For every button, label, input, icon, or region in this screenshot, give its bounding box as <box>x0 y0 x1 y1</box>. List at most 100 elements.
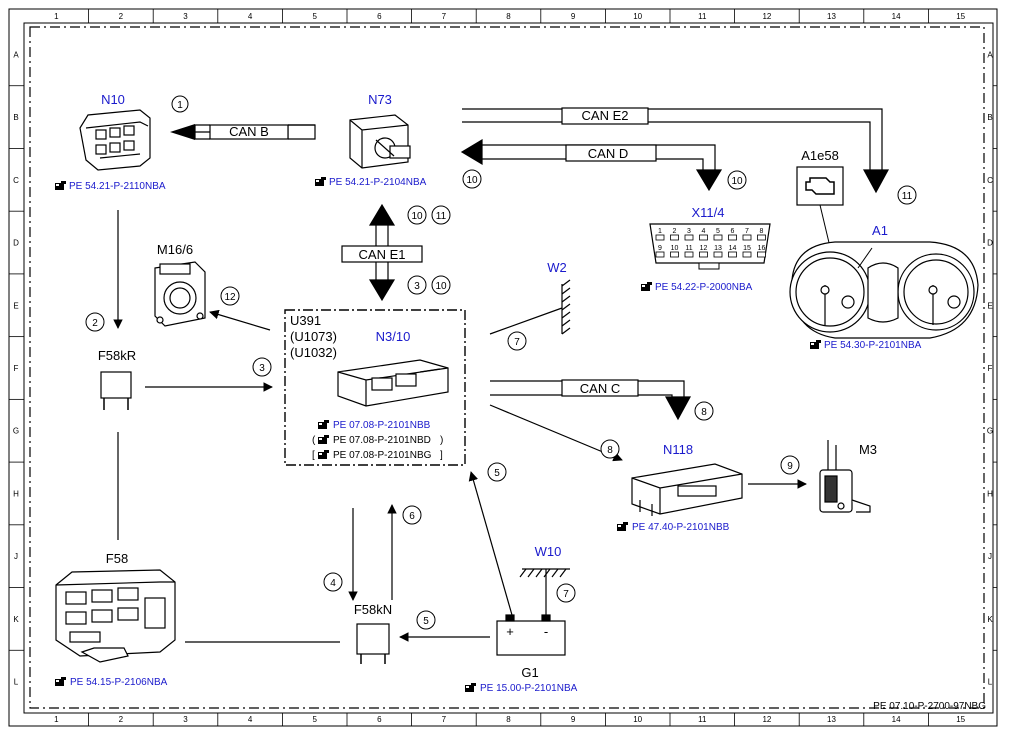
inner-frame <box>23 22 994 714</box>
obd-pin-label: 16 <box>758 245 766 252</box>
grid-row-label: A <box>987 50 993 59</box>
obd-pin-label: 1 <box>658 228 662 235</box>
grid-column-label: 7 <box>442 715 447 724</box>
fuse-box-icon <box>55 569 176 663</box>
grid-row-label: E <box>13 301 18 310</box>
grid-row-label: D <box>13 239 19 248</box>
obd-pin-label: 9 <box>658 245 662 252</box>
n73-label: N73 <box>368 92 392 107</box>
ground-symbol-icon <box>561 279 571 335</box>
n3-10-dashed-box <box>284 309 466 466</box>
grid-row-label: J <box>988 552 992 561</box>
callout-10-x11 <box>727 170 747 190</box>
grid-column-label: 10 <box>633 715 642 724</box>
callout-8-can-c-text: 8 <box>701 407 707 418</box>
n10-label: N10 <box>101 92 125 107</box>
obd-pin-label: 10 <box>671 245 679 252</box>
grid-column-label: 4 <box>248 715 253 724</box>
grid-column-label: 6 <box>377 12 382 21</box>
g1-battery[interactable]: + - G1 PE 15.00-P-2101NBA <box>465 614 578 694</box>
svg-text:(: ( <box>312 435 316 446</box>
f58-fuse-box[interactable]: F58 PE 54.15-P-2106NBA <box>55 551 176 688</box>
outer-frame <box>8 8 998 727</box>
n10-module-icon <box>79 109 151 171</box>
can-e2-label: CAN E2 <box>582 108 629 123</box>
can-d-bus[interactable]: CAN D <box>460 138 723 192</box>
callout-4 <box>323 572 343 592</box>
grid-column-label: 5 <box>312 12 317 21</box>
obd-pin-label: 14 <box>729 245 737 252</box>
battery-icon <box>496 614 566 656</box>
grid-column-label: 2 <box>119 12 124 21</box>
relay-icon <box>356 623 390 655</box>
x11-4-ref: PE 54.22-P-2000NBA <box>641 282 753 293</box>
n3-10-ref-1-text: PE 07.08-P-2101NBB <box>333 420 431 431</box>
can-e2-bus[interactable]: CAN E2 <box>462 107 890 194</box>
obd-pin-label: 11 <box>685 245 692 252</box>
obd-pin-label: 2 <box>673 228 677 235</box>
obd-connector-icon <box>649 223 771 264</box>
grid-column-label: 8 <box>506 12 511 21</box>
callout-10-n73 <box>462 169 482 189</box>
f58kr-label: F58kR <box>98 348 136 363</box>
grid-row-label: C <box>987 176 993 185</box>
f58kr-relay[interactable]: F58kR <box>98 348 136 410</box>
m16-6-throttle[interactable]: M16/6 <box>154 242 206 327</box>
grid-row-label: E <box>987 301 992 310</box>
n118-label: N118 <box>663 442 693 457</box>
grid-column-label: 7 <box>442 12 447 21</box>
obd-pin-label: 6 <box>731 228 735 235</box>
grid-column-label: 9 <box>571 12 576 21</box>
callout-5-f58kn <box>416 610 436 630</box>
battery-minus: - <box>544 624 548 639</box>
n3-10-ref-1: PE 07.08-P-2101NBB <box>318 420 431 431</box>
grid-row-label: F <box>14 364 19 373</box>
grid-column-label: 2 <box>119 715 124 724</box>
can-b-bus[interactable]: CAN B <box>170 124 316 140</box>
grid-row-label: A <box>13 50 19 59</box>
wire-n3-10-w2 <box>489 307 563 335</box>
instrument-cluster-icon <box>789 241 979 339</box>
g1-label: G1 <box>521 665 538 680</box>
n118-fuel-pump-module[interactable]: N118 PE 47.40-P-2101NBB <box>617 442 743 533</box>
w2-label: W2 <box>547 260 567 275</box>
callout-7-w10 <box>556 583 576 603</box>
n10-module[interactable]: N10 PE 54.21-P-2110NBA <box>55 92 166 192</box>
can-d-label: CAN D <box>588 146 628 161</box>
can-c-bus[interactable]: CAN C <box>490 379 692 421</box>
callout-9 <box>780 455 800 475</box>
callout-12-text: 12 <box>224 292 236 303</box>
n3-10-ecu[interactable]: U391 (U1073) (U1032) N3/10 PE 07.08-P-21… <box>284 309 466 466</box>
w2-ground[interactable]: W2 <box>547 260 571 335</box>
a1-instrument-cluster[interactable]: A1 PE 54.30-P-2101NBA <box>789 223 979 351</box>
grid-row-label: C <box>13 176 19 185</box>
n3-10-label: N3/10 <box>376 329 411 344</box>
x11-4-ref-text: PE 54.22-P-2000NBA <box>655 282 753 293</box>
relay-icon <box>100 371 132 399</box>
grid-row-label: H <box>13 489 19 498</box>
grid-column-label: 15 <box>956 715 965 724</box>
obd-pin-label: 7 <box>745 228 749 235</box>
m3-fuel-pump[interactable]: M3 <box>819 440 877 513</box>
grid-row-label: L <box>14 678 19 687</box>
f58-label: F58 <box>106 551 128 566</box>
grid-row-label: D <box>987 239 993 248</box>
f58-ref-text: PE 54.15-P-2106NBA <box>70 677 168 688</box>
grid-column-label: 13 <box>827 12 836 21</box>
can-e1-bus[interactable]: CAN E1 <box>341 203 423 302</box>
n73-module[interactable]: N73 PE 54.21-P-2104NBA <box>315 92 427 188</box>
f58kn-relay[interactable]: F58kN <box>354 602 392 664</box>
can-e1-label: CAN E1 <box>359 247 406 262</box>
callout-7-w2 <box>507 331 527 351</box>
svg-text:[: [ <box>312 450 315 461</box>
obd-pin-label: 13 <box>714 245 722 252</box>
callout-5-g1 <box>487 462 507 482</box>
grid-column-label: 3 <box>183 12 188 21</box>
grid-column-label: 12 <box>762 715 771 724</box>
w10-ground[interactable]: W10 <box>519 544 570 615</box>
callout-2-text: 2 <box>92 318 98 329</box>
footer-document-code: PE 07.10-P-2700-97NBG <box>873 701 986 712</box>
